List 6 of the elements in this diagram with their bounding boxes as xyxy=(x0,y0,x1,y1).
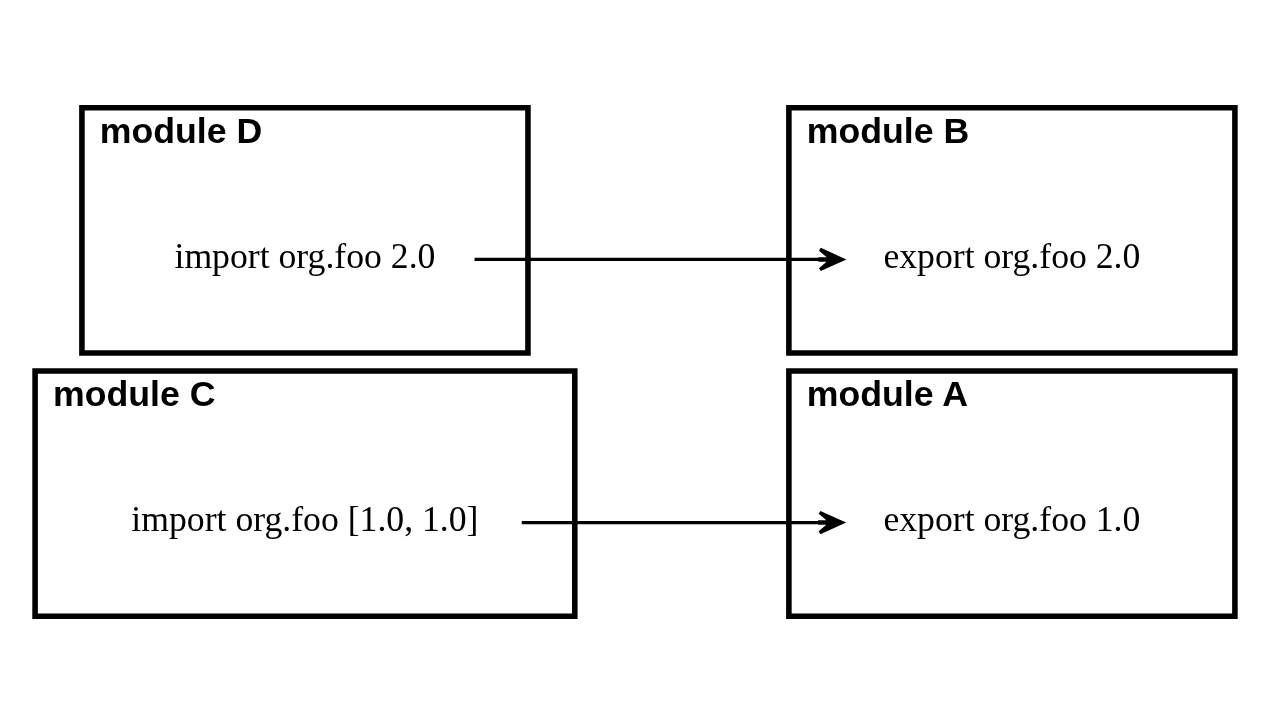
arrow xyxy=(521,510,844,535)
node-text: export org.foo 2.0 xyxy=(883,235,1141,276)
node-text: export org.foo 1.0 xyxy=(883,499,1141,540)
node-text: import org.foo 2.0 xyxy=(174,235,436,276)
node-text: import org.foo [1.0, 1.0] xyxy=(131,499,479,540)
arrow xyxy=(474,247,845,272)
